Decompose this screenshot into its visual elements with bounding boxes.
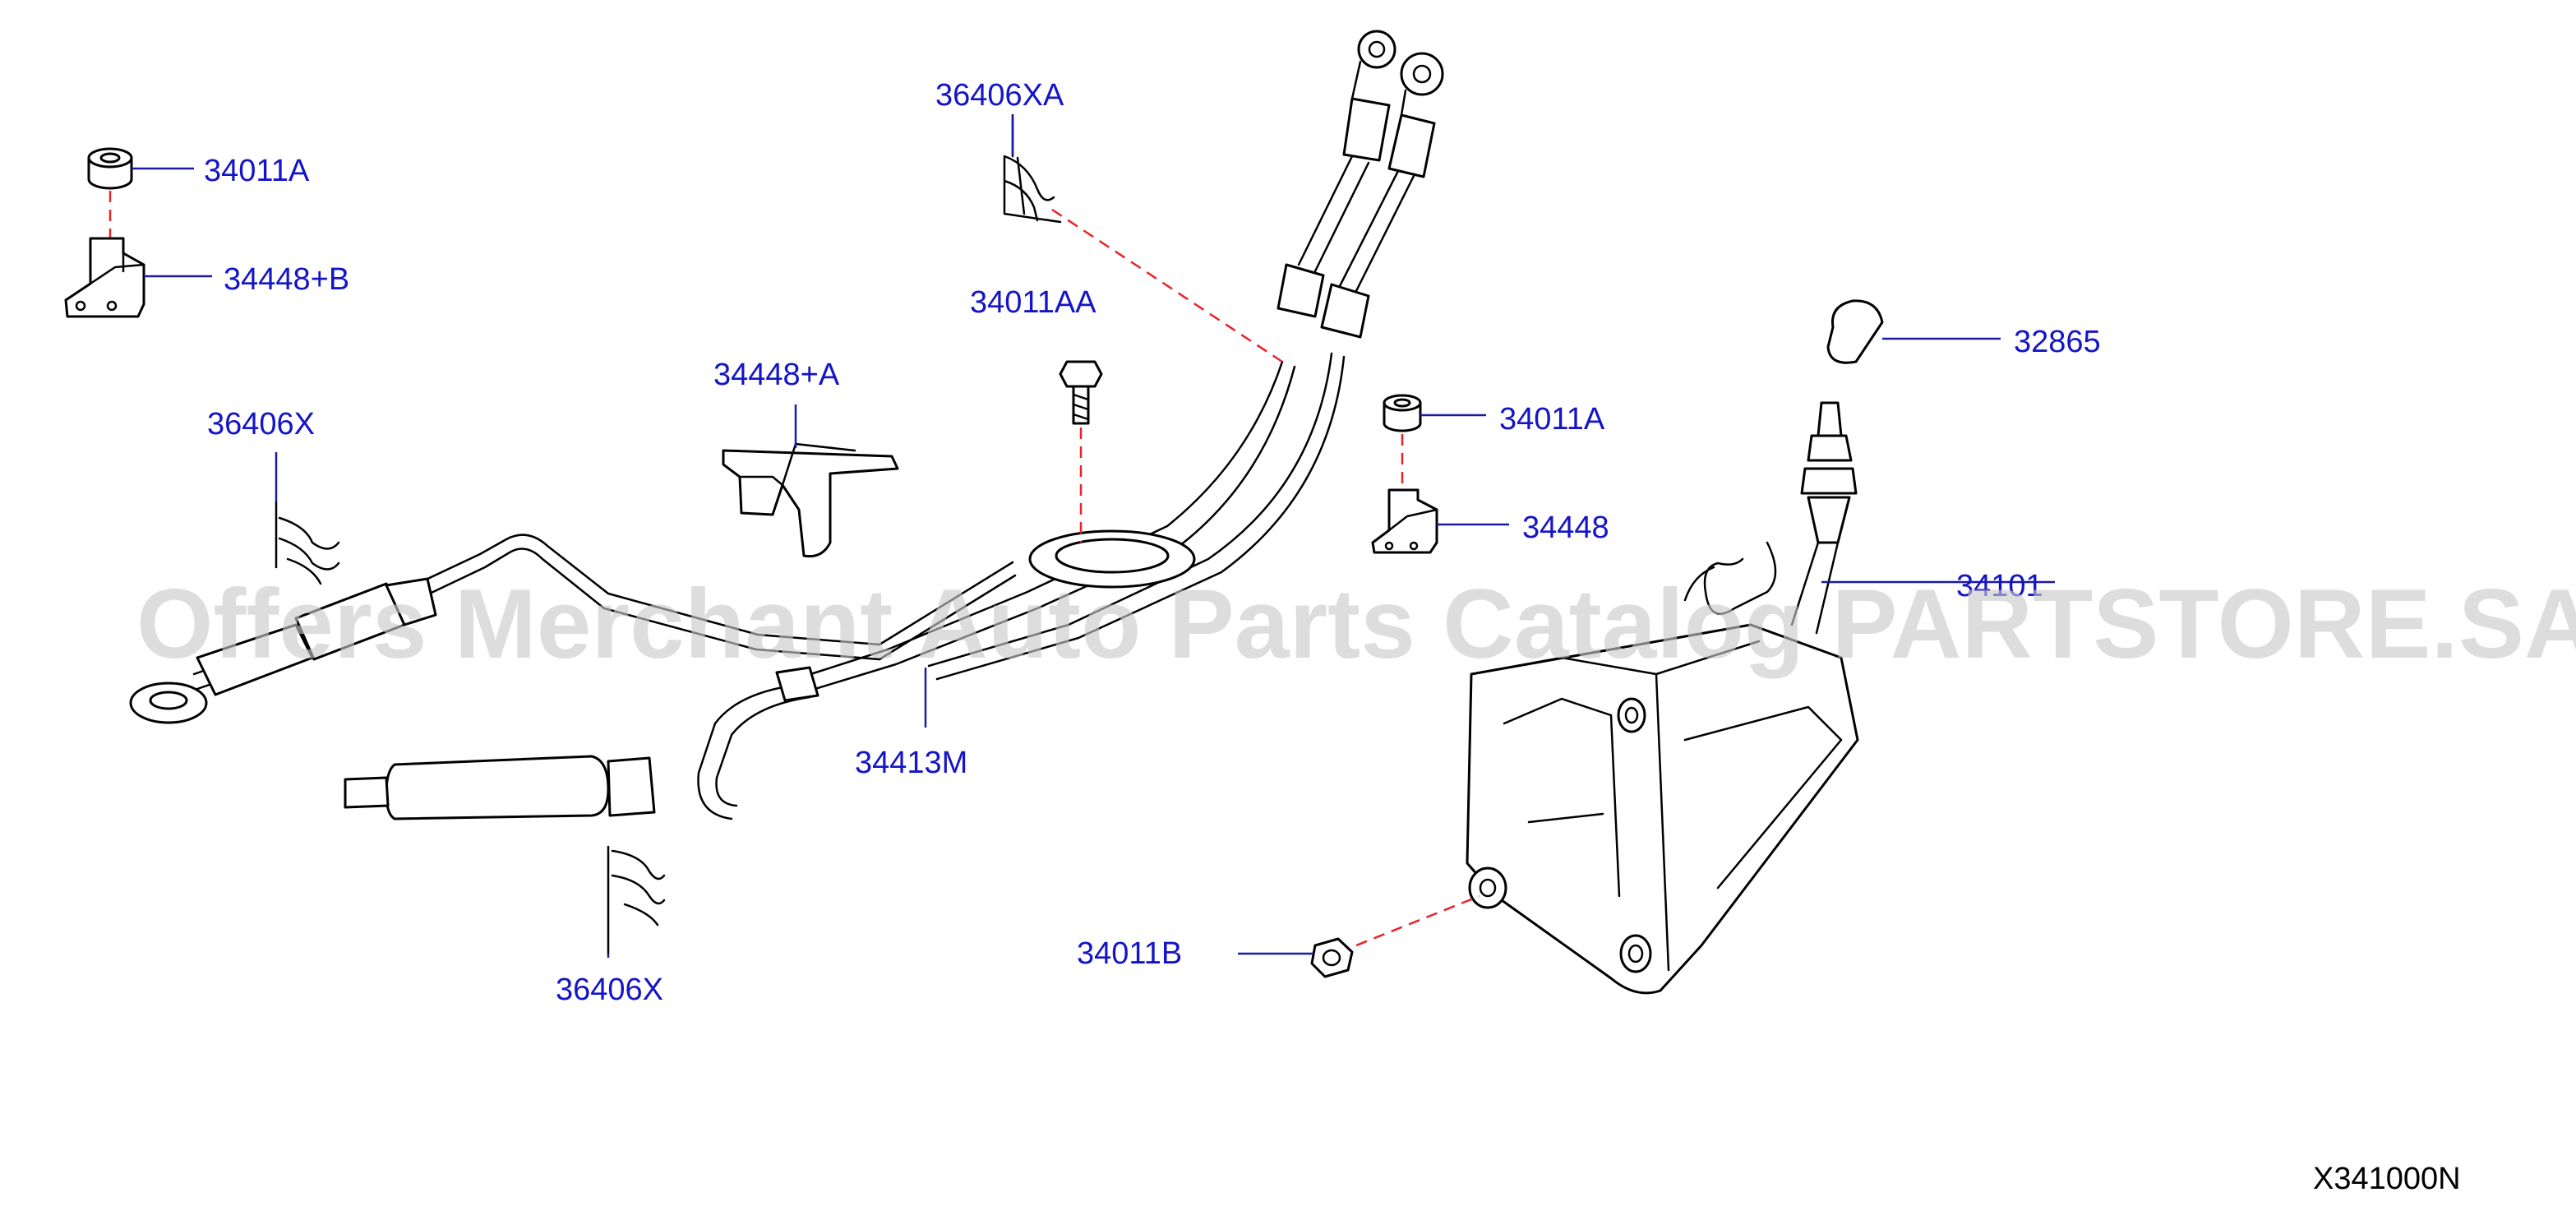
label-32865: 32865	[2014, 325, 2101, 359]
clip-36406x-left	[275, 500, 340, 585]
watermark: Offers Merchant Auto Parts Catalog PARTS…	[136, 569, 2576, 679]
label-34011a-mid: 34011A	[1499, 402, 1605, 437]
left-cable-assembly	[129, 534, 1017, 724]
label-34011b: 34011B	[1077, 936, 1182, 971]
label-34011a-top: 34011A	[204, 154, 310, 188]
shift-knob-32865	[1826, 299, 1884, 364]
nut-34011a-mid	[1383, 394, 1422, 432]
grommet	[1028, 529, 1196, 589]
bracket-34448a	[722, 442, 899, 558]
label-34101: 34101	[1956, 569, 2043, 603]
bracket-34448b	[64, 237, 145, 318]
guide-34011b	[1355, 894, 1480, 947]
label-34011aa: 34011AA	[970, 285, 1096, 320]
label-36406xa: 36406XA	[935, 78, 1064, 113]
cable-upper-ends	[1276, 30, 1444, 339]
label-34413m: 34413M	[855, 746, 967, 780]
label-36406x-bottom: 36406X	[556, 973, 663, 1007]
shifter-assembly-34101	[1466, 401, 1859, 995]
guide-36406xa	[1051, 208, 1283, 363]
label-34448: 34448	[1522, 511, 1609, 545]
bolt-34011aa	[1059, 360, 1103, 425]
label-34448a: 34448+A	[713, 358, 840, 392]
cable-lower-end	[344, 755, 656, 820]
label-34448b: 34448+B	[224, 262, 349, 297]
bracket-34448	[1371, 488, 1438, 554]
label-36406x-left: 36406X	[207, 407, 315, 441]
diagram-code: X341000N	[2313, 1162, 2461, 1196]
nut-34011a-top	[87, 147, 133, 190]
cable-34413m	[697, 352, 1346, 820]
nut-34011b	[1310, 937, 1354, 978]
clip-36406x-bottom	[607, 845, 666, 955]
